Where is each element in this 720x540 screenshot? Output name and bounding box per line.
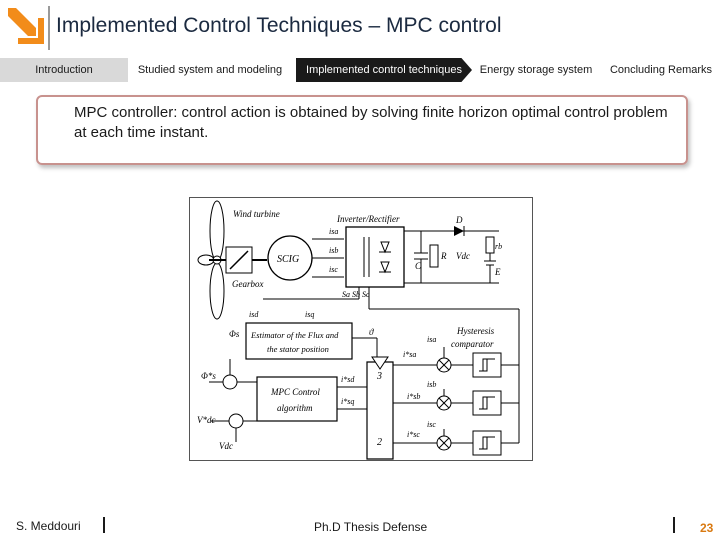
inverter-label: Inverter/Rectifier <box>336 214 400 224</box>
isb-label: isb <box>329 246 338 255</box>
mpc-definition-callout: MPC controller: control action is obtain… <box>36 95 688 165</box>
phi-ref-label: Φ*s <box>201 371 216 381</box>
isd-label: isd <box>249 310 259 319</box>
mpc-control-diagram: Wind turbine Gearbox SCIG isa isb isc In… <box>189 197 533 461</box>
isq-ref-label: i*sq <box>341 397 354 406</box>
scig-label: SCIG <box>277 254 299 265</box>
estimator-line1: Estimator of the Flux and <box>250 330 339 340</box>
wind-turbine-label: Wind turbine <box>233 209 280 219</box>
isc-label: isc <box>329 265 338 274</box>
inverter-block <box>345 226 405 288</box>
theta-label: ϑ <box>369 327 374 337</box>
isb-ref-label: i*sb <box>407 392 420 401</box>
footer-separator-right <box>673 517 675 533</box>
mpc-algorithm-block <box>256 376 338 422</box>
page-number: 23 <box>700 521 714 535</box>
vdc-meas-label: Vdc <box>219 441 233 451</box>
nav-item-introduction[interactable]: Introduction <box>0 58 128 82</box>
vdc-ref-label: V*dc <box>197 415 216 425</box>
flux-estimator-block <box>245 322 353 360</box>
callout-text: MPC controller: control action is obtain… <box>74 104 668 141</box>
slide-title: Implemented Control Techniques – MPC con… <box>56 14 502 37</box>
footer-author: S. Meddouri <box>16 519 81 533</box>
nav-item-control-techniques[interactable]: Implemented control techniques <box>296 58 472 82</box>
wind-turbine-icon <box>197 200 225 320</box>
vdc-label: Vdc <box>456 251 470 261</box>
section-nav: Introduction Studied system and modeling… <box>0 58 720 82</box>
switch-signals-label: Sa Sb Sc <box>342 290 370 299</box>
block-2-label: 2 <box>377 437 382 448</box>
mpc-line1: MPC Control <box>270 387 320 397</box>
isd-ref-label: i*sd <box>341 375 355 384</box>
university-logo <box>8 8 44 44</box>
hysteresis-line1: Hysteresis <box>456 326 495 336</box>
isq-label: isq <box>305 310 314 319</box>
diode-label: D <box>455 215 463 225</box>
capacitor-label: C <box>415 261 422 271</box>
nav-item-concluding-remarks[interactable]: Concluding Remarks <box>609 64 713 76</box>
nav-item-energy-storage[interactable]: Energy storage system <box>479 64 593 76</box>
title-divider <box>48 6 50 50</box>
phi-s-label: Φs <box>229 329 240 339</box>
isa-fb-label: isa <box>427 335 436 344</box>
rb-label: rb <box>495 242 502 251</box>
block-3-label: 3 <box>376 371 382 382</box>
isc-fb-label: isc <box>427 420 436 429</box>
isa-ref-label: i*sa <box>403 350 416 359</box>
mpc-line2: algorithm <box>277 403 313 413</box>
footer-event: Ph.D Thesis Defense <box>314 520 428 534</box>
estimator-line2: the stator position <box>267 344 329 354</box>
gearbox-label: Gearbox <box>232 279 264 289</box>
hysteresis-line2: comparator <box>451 339 494 349</box>
resistor-label: R <box>440 251 447 261</box>
nav-item-studied-system[interactable]: Studied system and modeling <box>137 64 283 76</box>
isc-ref-label: i*sc <box>407 430 420 439</box>
emf-label: E <box>494 267 501 277</box>
isb-fb-label: isb <box>427 380 436 389</box>
footer-separator-left <box>103 517 105 533</box>
isa-label: isa <box>329 227 338 236</box>
